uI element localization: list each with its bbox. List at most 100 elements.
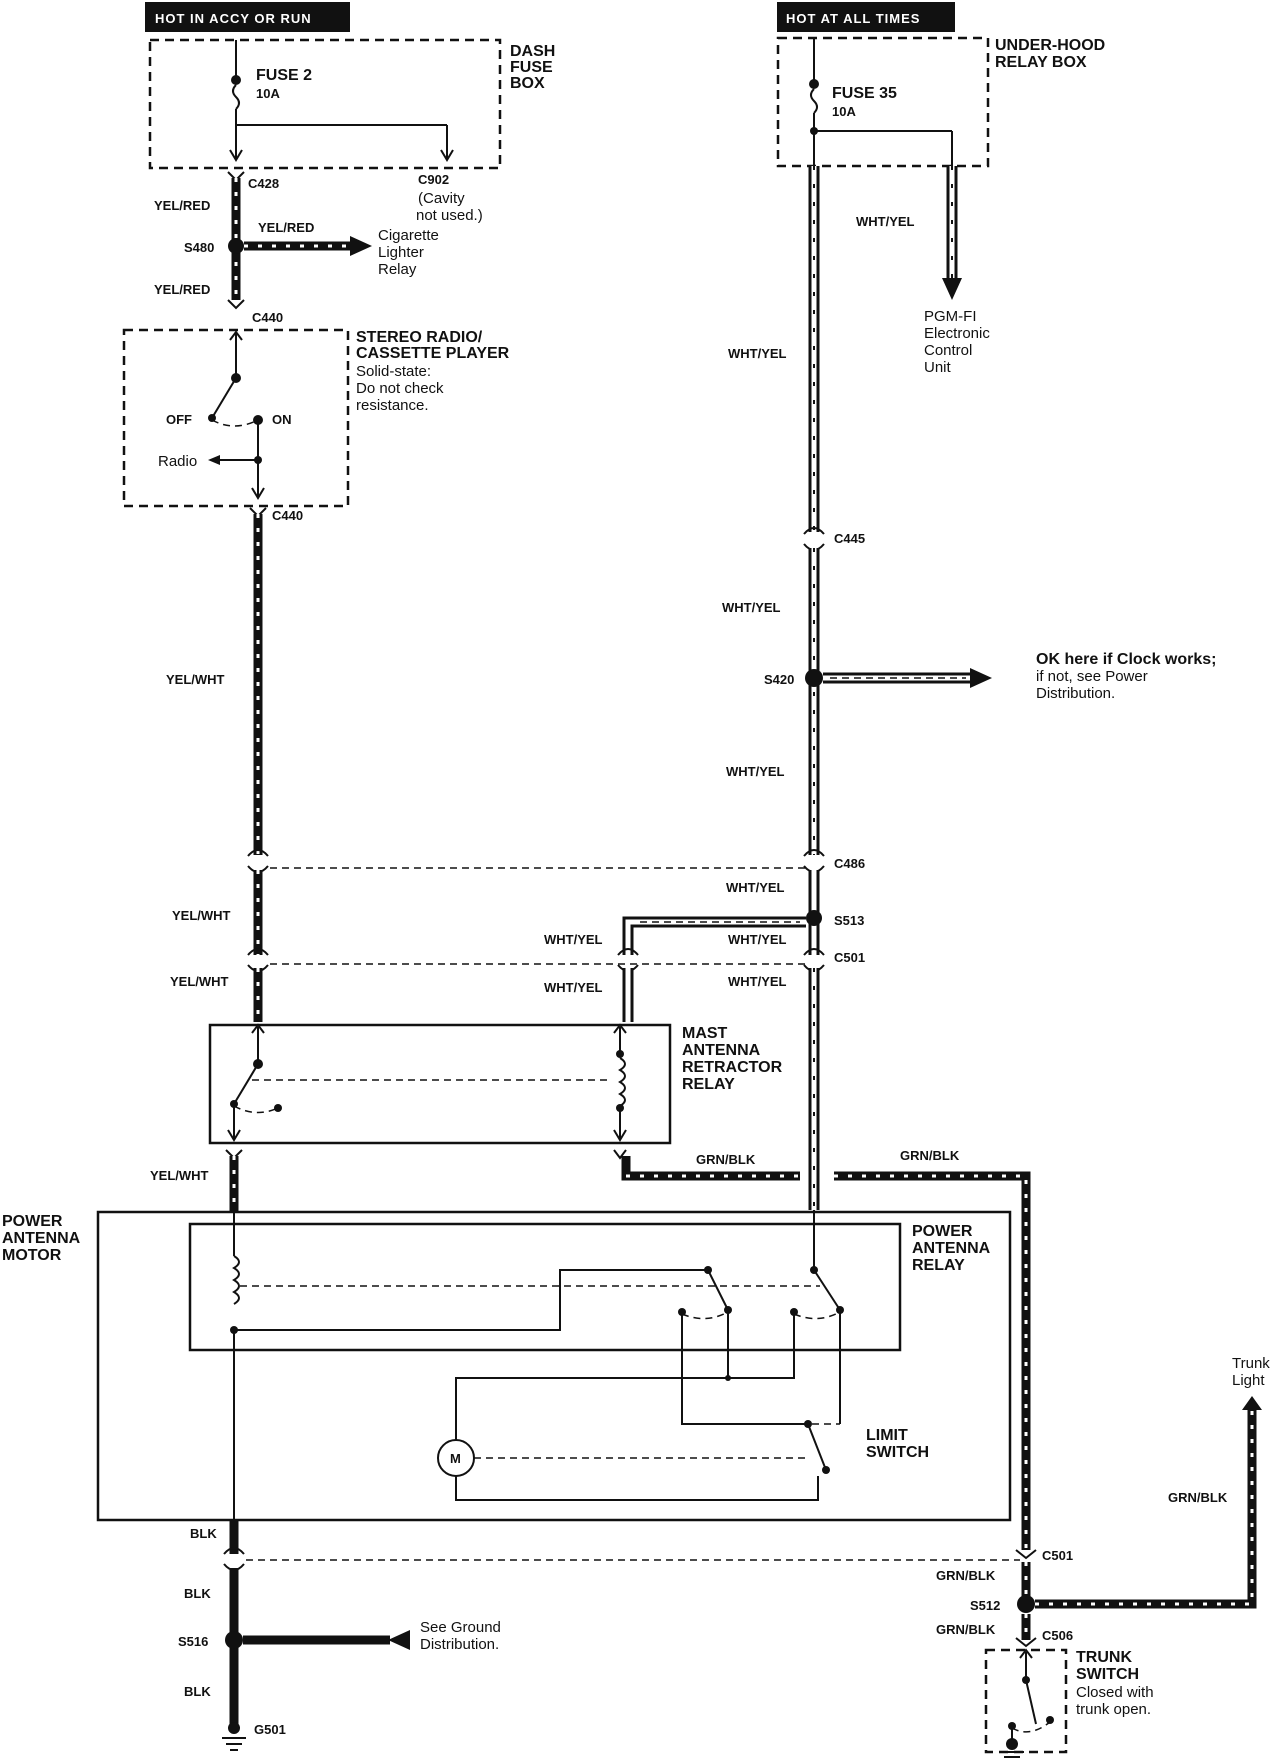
dash-fuse-box <box>148 38 502 170</box>
relay-box-title-1: UNDER-HOOD <box>995 37 1105 54</box>
motor-title-2: ANTENNA <box>2 1230 81 1247</box>
pgm-line-2: Electronic <box>924 325 990 342</box>
wire-yel-wht-4: YEL/WHT <box>150 1168 209 1183</box>
trunk-switch-4: trunk open. <box>1076 1701 1151 1718</box>
grn-blk-trunk-3: GRN/BLK <box>936 1622 996 1637</box>
c902-label: C902 <box>418 172 449 187</box>
s420-label: S420 <box>764 672 794 687</box>
trunk-switch-1: TRUNK <box>1076 1649 1132 1666</box>
relay-title-3: RELAY <box>912 1257 965 1274</box>
see-ground-2: Distribution. <box>420 1636 499 1653</box>
s480-label: S480 <box>184 240 214 255</box>
relay-title-2: ANTENNA <box>912 1240 991 1257</box>
pgm-fi-arrow-icon <box>942 278 962 300</box>
mast-relay-line-2: ANTENNA <box>682 1042 761 1059</box>
pgm-line-3: Control <box>924 342 972 359</box>
stereo-on-label: ON <box>272 412 292 427</box>
see-ground-1: See Ground <box>420 1619 501 1636</box>
stereo-note-2: Do not check <box>356 380 444 397</box>
s516-splice <box>225 1631 243 1649</box>
fuse-35-rating: 10A <box>832 104 856 119</box>
grn-blk-trunk-1: GRN/BLK <box>936 1568 996 1583</box>
stereo-note-3: resistance. <box>356 397 429 414</box>
c501-trunk-label: C501 <box>1042 1548 1073 1563</box>
dash-fuse-box-title-2: FUSE <box>510 59 553 76</box>
clock-note-2: if not, see Power <box>1036 668 1148 685</box>
trunk-switch <box>1025 1679 1037 1725</box>
wire-wht-yel-3: WHT/YEL <box>726 764 785 779</box>
power-antenna-relay-box <box>188 1222 902 1352</box>
c428-label: C428 <box>248 176 279 191</box>
ground-g501-icon <box>222 1737 246 1751</box>
grn-blk-1: GRN/BLK <box>696 1152 756 1167</box>
mast-relay-line-3: RETRACTOR <box>682 1059 783 1076</box>
grn-blk-trunk-2: GRN/BLK <box>1168 1490 1228 1505</box>
dash-fuse-box-title-3: BOX <box>510 75 545 92</box>
cigarette-line-2: Lighter <box>378 244 424 261</box>
wire-yel-red-2: YEL/RED <box>154 282 210 297</box>
motor-title-3: MOTOR <box>2 1247 62 1264</box>
s513-splice <box>806 910 822 926</box>
wire-yel-wht-3: YEL/WHT <box>170 974 229 989</box>
limit-switch-1: LIMIT <box>866 1427 908 1444</box>
radio-label: Radio <box>158 453 197 470</box>
wire-yel-red-branch: YEL/RED <box>258 220 314 235</box>
wire-yel-wht-2: YEL/WHT <box>172 908 231 923</box>
relay-title-1: POWER <box>912 1223 973 1240</box>
wire-wht-yel-left-1: WHT/YEL <box>544 932 603 947</box>
mast-relay-line-1: MAST <box>682 1025 728 1042</box>
hot-in-accy-text: HOT IN ACCY OR RUN <box>155 11 312 26</box>
g501-label: G501 <box>254 1722 286 1737</box>
fuse-2-rating: 10A <box>256 86 280 101</box>
radio-arrow-icon <box>208 455 220 465</box>
cigarette-line-1: Cigarette <box>378 227 439 244</box>
relay-switch-right <box>813 1269 841 1311</box>
wire-wht-yel-pgm: WHT/YEL <box>856 214 915 229</box>
stereo-title-1: STEREO RADIO/ <box>356 329 483 346</box>
stereo-off-label: OFF <box>166 412 192 427</box>
stereo-radio-box <box>122 328 350 508</box>
ground-arrow-icon <box>388 1630 410 1650</box>
trunk-light-arrow-icon <box>1242 1396 1262 1410</box>
cigarette-arrow-icon <box>350 236 372 256</box>
mast-relay-switch <box>233 1063 259 1105</box>
s516-label: S516 <box>178 1634 208 1649</box>
trunk-ground-icon <box>1000 1751 1024 1758</box>
c440-top-connector-icon <box>227 299 245 310</box>
hot-at-all-times-banner: HOT AT ALL TIMES <box>777 2 955 32</box>
fuse-2-icon <box>232 84 240 110</box>
power-relay-coil-icon <box>232 1255 240 1305</box>
relay-box-title-2: RELAY BOX <box>995 54 1087 71</box>
blk-3: BLK <box>184 1684 211 1699</box>
trunk-light-2: Light <box>1232 1372 1265 1389</box>
wire-yel-wht-1: YEL/WHT <box>166 672 225 687</box>
fuse-2-label: FUSE 2 <box>256 67 312 84</box>
fuse-35-label: FUSE 35 <box>832 85 897 102</box>
stereo-title-2: CASSETTE PLAYER <box>356 345 510 362</box>
motor-symbol: M <box>450 1451 461 1466</box>
c445-label: C445 <box>834 531 865 546</box>
pgm-line-4: Unit <box>924 359 952 376</box>
s480-splice <box>228 238 244 254</box>
c440-bottom-label: C440 <box>272 508 303 523</box>
stereo-note-1: Solid-state: <box>356 363 431 380</box>
s512-label: S512 <box>970 1598 1000 1613</box>
relay-switch-left <box>707 1269 729 1311</box>
grn-blk-2: GRN/BLK <box>900 1148 960 1163</box>
cigarette-line-3: Relay <box>378 261 417 278</box>
clock-note-3: Distribution. <box>1036 685 1115 702</box>
stereo-switch <box>211 377 237 419</box>
wire-wht-yel-5: WHT/YEL <box>728 932 787 947</box>
c506-label: C506 <box>1042 1628 1073 1643</box>
s513-label: S513 <box>834 913 864 928</box>
limit-switch-2: SWITCH <box>866 1444 929 1461</box>
trunk-light-1: Trunk <box>1232 1355 1270 1372</box>
under-hood-relay-box <box>776 36 990 168</box>
wire-yel-red-1: YEL/RED <box>154 198 210 213</box>
c501-trunk-connector-icon <box>1015 1549 1037 1560</box>
s420-splice <box>805 669 823 687</box>
c902-note-2: not used.) <box>416 207 483 224</box>
wire-wht-yel-2: WHT/YEL <box>722 600 781 615</box>
wire-wht-yel-1: WHT/YEL <box>728 346 787 361</box>
